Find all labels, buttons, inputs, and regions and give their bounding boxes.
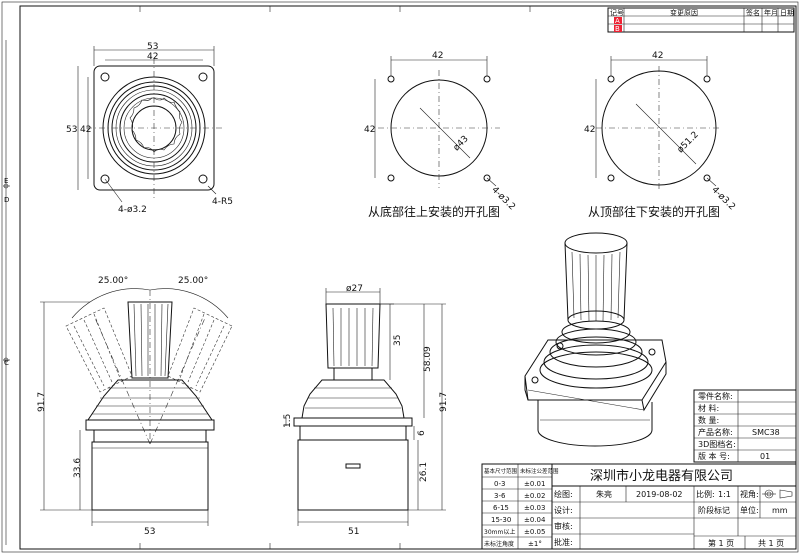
drawn-by: 朱亮	[596, 489, 612, 499]
parts-label-4: 3D图档名:	[698, 439, 736, 449]
view-isometric	[524, 232, 667, 447]
bottom-cutout-top-dim: 42	[432, 51, 443, 61]
margin-mark-c: C	[4, 359, 9, 367]
front-width-base: 53	[144, 527, 155, 537]
drawn-label: 绘图:	[554, 489, 573, 499]
parts-label-2: 数 量:	[698, 415, 719, 425]
square-height-outer: 53	[66, 125, 77, 135]
front-height-total: 91.7	[37, 392, 47, 412]
title-block: 深圳市小龙电器有限公司 绘图: 朱亮 2019-08-02 比例: 1:1 视角…	[551, 463, 797, 550]
tol-header-tol: 未标注公差范围	[520, 467, 559, 475]
rev-row-b: B	[615, 25, 620, 33]
front-angle-right: 25.00°	[178, 276, 208, 286]
rev-col-year: 年月	[764, 8, 778, 17]
side-flange-thk: 1.5	[283, 414, 293, 428]
design-label: 设计:	[554, 505, 573, 515]
square-width-outer: 53	[147, 42, 158, 52]
parts-label-1: 材 料:	[698, 403, 719, 413]
tol-range-4: 30mm以上	[484, 528, 515, 536]
view-front: 25.00° 25.00°	[37, 276, 233, 537]
rev-badge-a	[614, 17, 622, 24]
tol-range-2: 6-15	[493, 504, 509, 512]
revision-block: 记号 变更原因 签名 年月 日期 A B	[607, 7, 795, 33]
top-cutout-caption: 从顶部往下安装的开孔图	[588, 204, 720, 219]
front-height-base: 33.6	[73, 458, 83, 478]
tol-range-1: 3-6	[494, 492, 506, 500]
rev-col-sign: 签名	[746, 8, 760, 17]
side-width-base: 51	[348, 527, 359, 537]
parts-value-5: 01	[760, 452, 770, 461]
rev-col-day: 日期	[780, 9, 794, 17]
square-radius-label: 4-R5	[212, 197, 233, 207]
inner-border	[19, 5, 797, 550]
parts-label-3: 产品名称:	[698, 427, 733, 437]
tol-value-2: ±0.03	[524, 504, 545, 512]
tol-value-1: ±0.02	[524, 492, 545, 500]
parts-table: 零件名称: 材 料: 数 量: 产品名称: 3D图档名: 版 本 号: SMC3…	[693, 389, 797, 463]
tol-value-5: ±1°	[528, 540, 542, 548]
square-holes-label: 4-ø3.2	[118, 205, 147, 215]
side-dim-6: 6	[417, 430, 427, 436]
side-knob-diameter: ø27	[346, 284, 363, 294]
side-height-total: 91.7	[439, 392, 449, 412]
tol-value-3: ±0.04	[524, 516, 546, 524]
margin-mark-e: E	[4, 177, 8, 185]
rev-badge-b	[614, 25, 622, 32]
tol-value-0: ±0.01	[524, 480, 545, 488]
view-side: ø27 35 58.09 91.7 1.5 6 26.1 51	[283, 284, 449, 537]
margin-ruler: E D C	[3, 40, 10, 545]
approve-label: 批准:	[554, 537, 573, 547]
top-cutout-diameter: ø51.2	[676, 130, 701, 155]
drawn-date: 2019-08-02	[636, 490, 683, 499]
rev-col-mark: 记号	[610, 9, 624, 17]
stage-label: 阶段标记	[698, 505, 730, 515]
parts-value-3: SMC38	[752, 428, 780, 437]
rev-col-content: 变更原因	[670, 8, 698, 17]
scale-value: 1:1	[718, 490, 731, 499]
rev-row-a: A	[615, 17, 620, 25]
projection-symbol-icon	[762, 489, 793, 499]
tol-value-4: ±0.05	[524, 528, 545, 536]
unit-label: 单位:	[740, 505, 759, 515]
tol-range-3: 15-30	[491, 516, 511, 524]
bottom-cutout-side-dim: 42	[364, 125, 375, 135]
top-cutout-side-dim: 42	[584, 125, 595, 135]
front-angle-left: 25.00°	[98, 276, 128, 286]
square-width-inner: 42	[147, 52, 158, 62]
parts-label-0: 零件名称:	[698, 391, 733, 401]
view-bottom-cutout: 42 42 ø43 4-ø3.2 从底部往上安装的开孔图	[364, 51, 517, 219]
side-knob-height: 35	[393, 335, 403, 346]
bottom-cutout-diameter: ø43	[452, 134, 471, 153]
sheet-total: 共 1 页	[758, 539, 784, 548]
parts-label-5: 版 本 号:	[698, 451, 730, 461]
tol-range-0: 0-3	[494, 480, 505, 488]
fold-marks	[139, 6, 531, 549]
side-height-above: 58.09	[423, 346, 433, 372]
bottom-cutout-caption: 从底部往上安装的开孔图	[368, 204, 500, 219]
tolerance-table: 基本尺寸范围 未标注公差范围 0-3 ±0.01 3-6 ±0.02 6-15 …	[481, 463, 559, 550]
company-name: 深圳市小龙电器有限公司	[590, 468, 733, 484]
tol-header-range: 基本尺寸范围	[484, 467, 518, 475]
top-cutout-top-dim: 42	[652, 51, 663, 61]
margin-mark-d: D	[4, 196, 9, 204]
sheet-number: 第 1 页	[708, 538, 734, 548]
unit-value: mm	[772, 506, 788, 515]
check-label: 审核:	[554, 521, 573, 531]
side-body-height: 26.1	[419, 462, 429, 482]
view-top-cutout: 42 42 ø51.2 4-ø3.2 从顶部往下安装的开孔图	[584, 51, 737, 219]
view-bottom-square: 53 42 53 42 4-ø3.2 4-R5	[66, 42, 233, 215]
tol-range-5: 未标注角度	[484, 540, 514, 548]
scale-label: 比例:	[696, 489, 715, 499]
view-label: 视角:	[740, 489, 759, 499]
square-height-inner: 42	[80, 125, 91, 135]
